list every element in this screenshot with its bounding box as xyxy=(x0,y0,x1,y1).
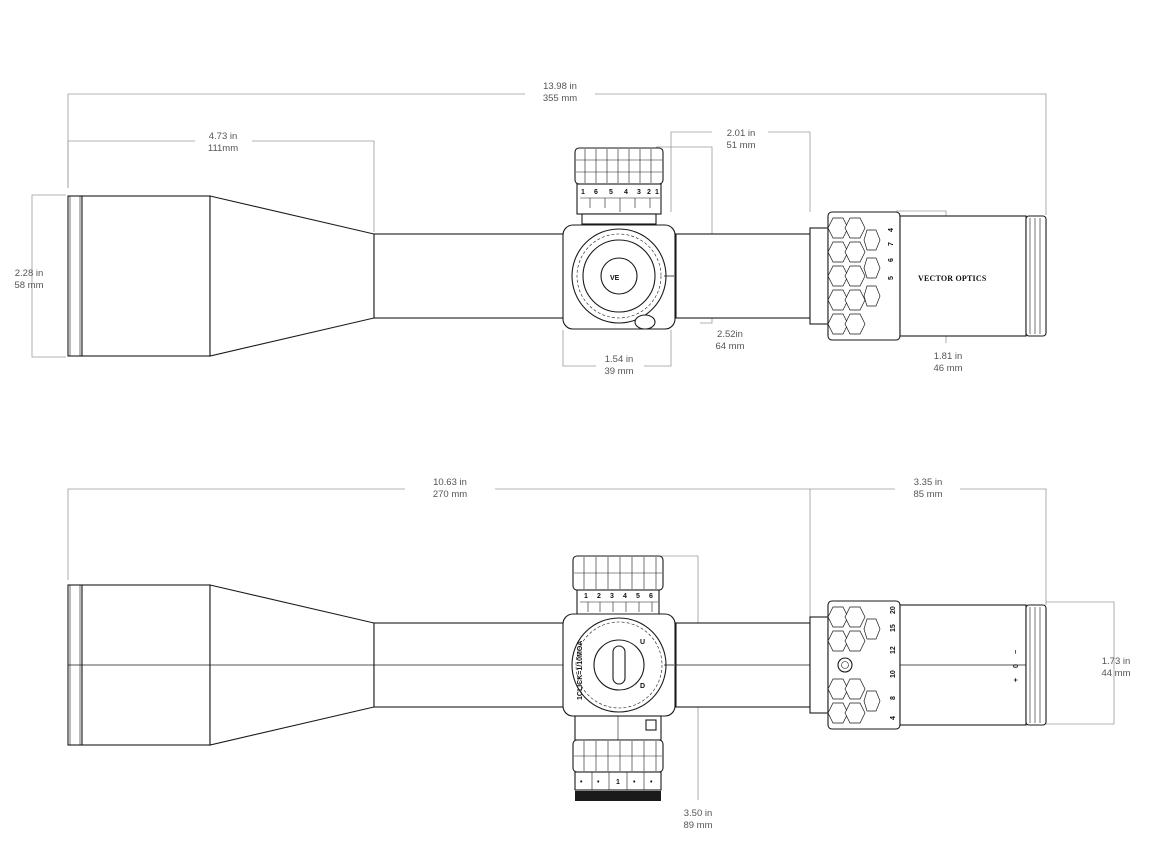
click-value-label: 1CLICK=1/10MOA xyxy=(577,641,584,700)
throw-lever-icon xyxy=(837,657,853,673)
side-windage-dial: 1CLICK=1/10MOA U D xyxy=(562,613,676,717)
dial-mark: • xyxy=(650,779,653,786)
power-ring-number: 5 xyxy=(888,276,895,280)
rear-length-in: 3.35 in xyxy=(914,477,943,488)
power-ring-number: 6 xyxy=(888,258,895,262)
diopter-mark: 0 xyxy=(1013,664,1020,668)
overall-length-in: 13.98 in xyxy=(543,81,577,92)
turret-scale-label: 5 xyxy=(609,189,613,196)
side-power-ring-knurl xyxy=(827,606,881,724)
slot-screw-icon xyxy=(612,645,626,685)
side-dimension-lines xyxy=(67,488,1115,800)
top-view: 1 6 5 4 3 2 1 VE xyxy=(14,81,1047,377)
objective-diameter-in: 2.28 in xyxy=(15,268,44,279)
eyepiece-length-in: 2.01 in xyxy=(727,128,756,139)
dial-down-label: D xyxy=(640,683,645,690)
power-ring-number: 4 xyxy=(888,228,895,232)
eyepiece-length-mm: 51 mm xyxy=(726,140,755,151)
turret-scale-label: 1 xyxy=(584,593,588,600)
turret-scale-label: 2 xyxy=(597,593,601,600)
diopter-mark: − xyxy=(1013,650,1020,654)
power-ring-number: 12 xyxy=(890,646,897,654)
dial-up-label: U xyxy=(640,639,645,646)
lock-button-icon xyxy=(645,719,657,731)
turret-width-in: 1.54 in xyxy=(605,354,634,365)
dial-mark: • xyxy=(580,779,583,786)
eyepiece-diameter-in: 1.73 in xyxy=(1102,656,1131,667)
turret-scale-label: 1 xyxy=(581,189,585,196)
dial-mark: 1 xyxy=(616,779,620,786)
power-ring-number: 20 xyxy=(890,606,897,614)
turret-width-mm: 39 mm xyxy=(604,366,633,377)
power-ring-number: 4 xyxy=(890,716,897,720)
side-elevation-turret: 1 2 3 4 5 6 xyxy=(572,555,664,617)
turret-scale-label: 3 xyxy=(610,593,614,600)
power-ring-length-in: 1.81 in xyxy=(934,351,963,362)
side-eyepiece: 20 15 12 10 8 4 + 0 − xyxy=(809,600,1047,730)
turret-scale-label: 1 xyxy=(655,189,659,196)
top-dimension-labels: 13.98 in 355 mm 4.73 in 111mm 2.01 in 51… xyxy=(14,81,962,377)
side-main-tube xyxy=(373,622,811,708)
turret-scale-label: 4 xyxy=(624,189,628,196)
top-elevation-turret: 1 6 5 4 3 2 1 VE xyxy=(562,147,676,330)
objective-length-in: 4.73 in xyxy=(209,131,238,142)
rear-length-mm: 85 mm xyxy=(913,489,942,500)
top-turret-knurl xyxy=(576,149,662,183)
top-power-ring-knurl xyxy=(827,217,881,335)
vector-optics-logo-icon xyxy=(600,257,638,295)
turret-scale-label: 5 xyxy=(636,593,640,600)
power-ring-number: 8 xyxy=(890,696,897,700)
power-ring-number: 7 xyxy=(888,242,895,246)
parallax-lock-icon xyxy=(634,314,656,330)
top-objective-bell xyxy=(67,195,375,357)
front-length-mm: 270 mm xyxy=(433,489,467,500)
side-windage-turret-lower: • • 1 • • xyxy=(572,715,664,801)
power-ring-number: 15 xyxy=(890,624,897,632)
objective-length-mm: 111mm xyxy=(208,143,238,154)
side-dimension-labels: 10.63 in 270 mm 3.35 in 85 mm 1.73 in 44… xyxy=(433,477,1131,831)
power-ring-length-mm: 46 mm xyxy=(933,363,962,374)
logo-mark: VE xyxy=(610,275,620,282)
top-dimension-lines xyxy=(31,93,1047,367)
side-objective-bell xyxy=(67,584,375,746)
turret-scale-label: 3 xyxy=(637,189,641,196)
turret-overall-in: 3.50 in xyxy=(684,808,713,819)
dial-mark: • xyxy=(597,779,600,786)
overall-length-mm: 355 mm xyxy=(543,93,577,104)
turret-scale-label: 4 xyxy=(623,593,627,600)
power-ring-number: 10 xyxy=(890,670,897,678)
turret-scale-label: 6 xyxy=(594,189,598,196)
turret-height-mm: 64 mm xyxy=(715,341,744,352)
top-main-tube xyxy=(373,233,811,319)
turret-overall-mm: 89 mm xyxy=(683,820,712,831)
diopter-mark: + xyxy=(1013,678,1020,682)
front-length-in: 10.63 in xyxy=(433,477,467,488)
turret-scale-label: 2 xyxy=(647,189,651,196)
top-eyepiece: 4 7 6 5 VECTOR OPTICS xyxy=(809,211,1047,341)
objective-diameter-mm: 58 mm xyxy=(14,280,43,291)
side-view: 1 2 3 4 5 6 1CLICK=1/10MOA U D xyxy=(67,477,1131,831)
top-turret-scale: 1 6 5 4 3 2 1 xyxy=(580,189,660,212)
turret-scale-label: 6 xyxy=(649,593,653,600)
dial-mark: • xyxy=(633,779,636,786)
turret-height-in: 2.52in xyxy=(717,329,743,340)
brand-label: VECTOR OPTICS xyxy=(918,274,987,283)
eyepiece-diameter-mm: 44 mm xyxy=(1101,668,1130,679)
